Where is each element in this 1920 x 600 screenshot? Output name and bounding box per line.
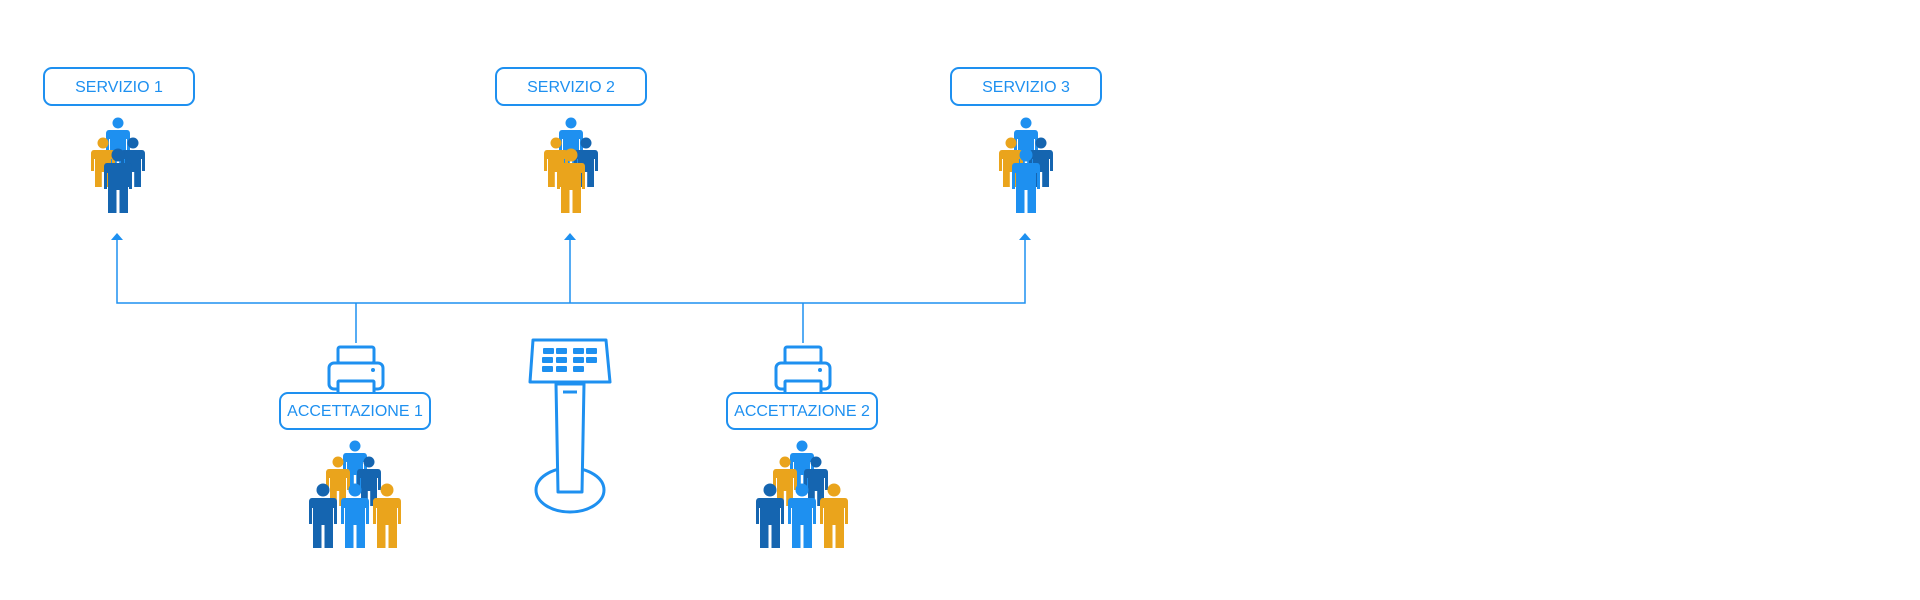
service-node-1[interactable]: SERVIZIO 1 [43, 67, 195, 106]
service-label: SERVIZIO 1 [75, 79, 163, 96]
acceptance-label: ACCETTAZIONE 1 [287, 403, 423, 420]
printer-icon [327, 345, 385, 401]
connector-lines [111, 233, 1031, 343]
service-label: SERVIZIO 2 [527, 79, 615, 96]
kiosk-icon [528, 338, 612, 514]
service-box[interactable] [950, 67, 1102, 106]
people-group-icon [91, 117, 145, 213]
acceptance-label: ACCETTAZIONE 2 [734, 403, 870, 420]
service-node-2[interactable]: SERVIZIO 2 [495, 67, 647, 106]
service-box[interactable] [495, 67, 647, 106]
arrow-up-service-2 [564, 233, 576, 240]
people-queue-icon [756, 440, 848, 548]
acceptance-node-1[interactable]: ACCETTAZIONE 1 [279, 392, 431, 430]
printer-icon [774, 345, 832, 401]
connector-main-horizontal [116, 240, 1026, 304]
arrow-up-service-3 [1019, 233, 1031, 240]
acceptance-box[interactable] [279, 392, 431, 430]
people-group-icon [999, 117, 1053, 213]
acceptance-box[interactable] [726, 392, 878, 430]
service-box[interactable] [43, 67, 195, 106]
acceptance-node-2[interactable]: ACCETTAZIONE 2 [726, 392, 878, 430]
arrow-up-service-1 [111, 233, 123, 240]
service-label: SERVIZIO 3 [982, 79, 1070, 96]
service-node-3[interactable]: SERVIZIO 3 [950, 67, 1102, 106]
people-queue-icon [309, 440, 401, 548]
people-group-icon [544, 117, 598, 213]
